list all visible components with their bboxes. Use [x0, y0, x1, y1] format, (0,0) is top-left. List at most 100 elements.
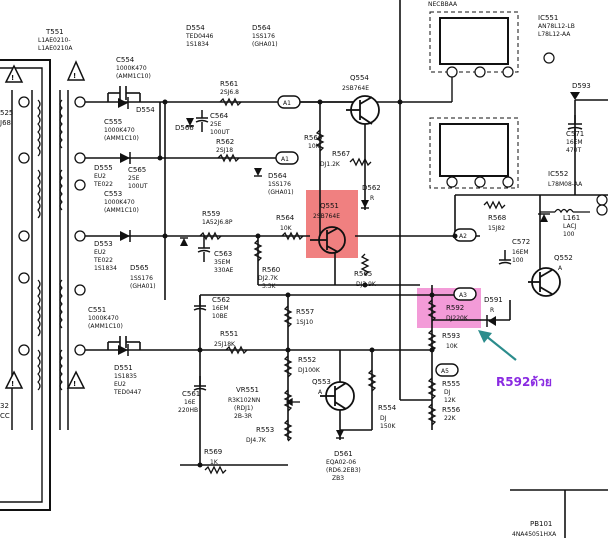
c565-value: 25E	[128, 175, 140, 182]
connector-a1: A1	[275, 151, 299, 165]
r569-value: 1K	[210, 459, 219, 466]
resistor-r593	[427, 329, 437, 352]
c551-value: 1000K470	[88, 315, 119, 322]
d564-part: (GHA01)	[268, 189, 294, 196]
d564-top-part: 1SS176	[252, 33, 275, 40]
diode-d566	[186, 118, 194, 127]
c572-ref: C572	[512, 238, 530, 246]
ic551-part: L78L12-AA	[538, 31, 571, 38]
d565-part: 1SS176	[130, 275, 153, 282]
r565-ref: R565	[354, 270, 372, 278]
annotation-arrow	[478, 330, 517, 361]
warning-triangle-icon: !	[66, 60, 86, 81]
resistor-r551	[225, 345, 248, 355]
c555-value: (AMM1C10)	[104, 135, 139, 142]
diode-d591	[486, 315, 496, 327]
d566-ref: D566	[175, 124, 194, 132]
r560-value: 3.3K	[262, 283, 277, 290]
diode-d553	[120, 230, 131, 242]
transformer-windings	[37, 99, 63, 391]
pb101-ref: PB101	[530, 520, 552, 528]
d565-ref: D565	[130, 264, 149, 272]
l161-ref: L161	[563, 214, 580, 222]
q553-ref: Q553	[312, 378, 331, 386]
vr551-value: (RDJ1)	[234, 405, 253, 412]
c553-value: (AMM1C10)	[104, 207, 139, 214]
r566-value: 10K	[308, 143, 321, 150]
r557-ref: R557	[296, 308, 314, 316]
diode-d555	[120, 152, 131, 164]
svg-text:!: !	[11, 380, 14, 388]
c571-value: 16EM	[566, 139, 583, 146]
r554-value: 150K	[380, 423, 396, 430]
potentiometer-vr551	[283, 389, 300, 412]
d555-part: TE022	[93, 181, 113, 188]
vr551-value: R3K102NN	[228, 397, 260, 404]
c564-value: 25E	[210, 121, 222, 128]
d561-part: (RD6.2EB3)	[326, 467, 361, 474]
warning-triangle-icon: !	[66, 370, 86, 389]
c564-ref: C564	[210, 112, 229, 120]
r592-value: DJ220K	[446, 315, 469, 322]
pb101-part: 4NA45051HXA	[512, 531, 557, 538]
warning-triangle-icon: !	[4, 64, 24, 83]
d554-part: 1S1834	[186, 41, 209, 48]
r553-value: DJ4.7K	[246, 437, 267, 444]
c554-value: 1000K470	[116, 65, 147, 72]
r567-value: DJ1.2K	[320, 161, 341, 168]
c554-ref: C554	[116, 56, 135, 64]
junction-dots	[157, 99, 458, 468]
q554-ref: Q554	[350, 74, 369, 82]
d562-value: R	[370, 195, 374, 202]
resistor-r567	[349, 157, 372, 167]
resistor-r555	[427, 377, 437, 400]
ic551-package	[400, 11, 555, 103]
d591-ref: D591	[484, 296, 503, 304]
connector-a5: A5	[435, 363, 459, 377]
d553-part: TE022	[93, 257, 113, 264]
ic551-part: AN78L12-LB	[538, 23, 575, 30]
r569-ref: R569	[204, 448, 222, 456]
zener-diode	[538, 213, 550, 222]
r556-value: 22K	[444, 415, 457, 422]
r568-value: 15J82	[488, 225, 505, 232]
d553-part: 1S1834	[94, 265, 117, 272]
capacitor-c551	[107, 336, 141, 350]
svg-text:A1: A1	[283, 100, 291, 107]
d561-ref: D561	[334, 450, 353, 458]
resistor-r560	[253, 239, 263, 262]
q554-part: 2SB764E	[342, 85, 369, 92]
r551-ref: R551	[220, 330, 238, 338]
r567-ref: R567	[332, 150, 350, 158]
vr551-ref: VR551	[236, 386, 259, 394]
r559-value: 1A52J6.8P	[202, 219, 233, 226]
d561-part: ZB3	[332, 475, 344, 482]
c563-value: 35EM	[214, 259, 231, 266]
d564-top-ref: D564	[252, 24, 271, 32]
r593-value: 10K	[446, 343, 459, 350]
resistor-r552	[283, 355, 293, 378]
d565-part: (GHA01)	[130, 283, 156, 290]
capacitor-c562	[193, 296, 207, 311]
r568-ref: R568	[488, 214, 506, 222]
r564-value: 10K	[280, 225, 293, 232]
capacitor-c561	[193, 376, 207, 391]
resistor-r562	[217, 153, 240, 163]
d553-ref: D553	[94, 240, 113, 248]
d562-ref: D562	[362, 184, 381, 192]
left-tag: 525	[0, 109, 13, 117]
c571-value: 470T	[566, 147, 581, 154]
resistor-r592	[427, 299, 437, 322]
diode-d565	[180, 237, 188, 246]
l161-value: LACJ	[563, 223, 577, 230]
r564-ref: R564	[276, 214, 295, 222]
r556-ref: R556	[442, 406, 461, 414]
svg-text:A5: A5	[441, 368, 449, 375]
resistor-r568	[483, 200, 506, 210]
resistor-r554	[367, 369, 377, 392]
inductor-l161	[540, 208, 590, 214]
q551-highlight	[306, 190, 358, 258]
resistor-r566	[315, 129, 325, 152]
capacitor-c563	[197, 236, 211, 262]
